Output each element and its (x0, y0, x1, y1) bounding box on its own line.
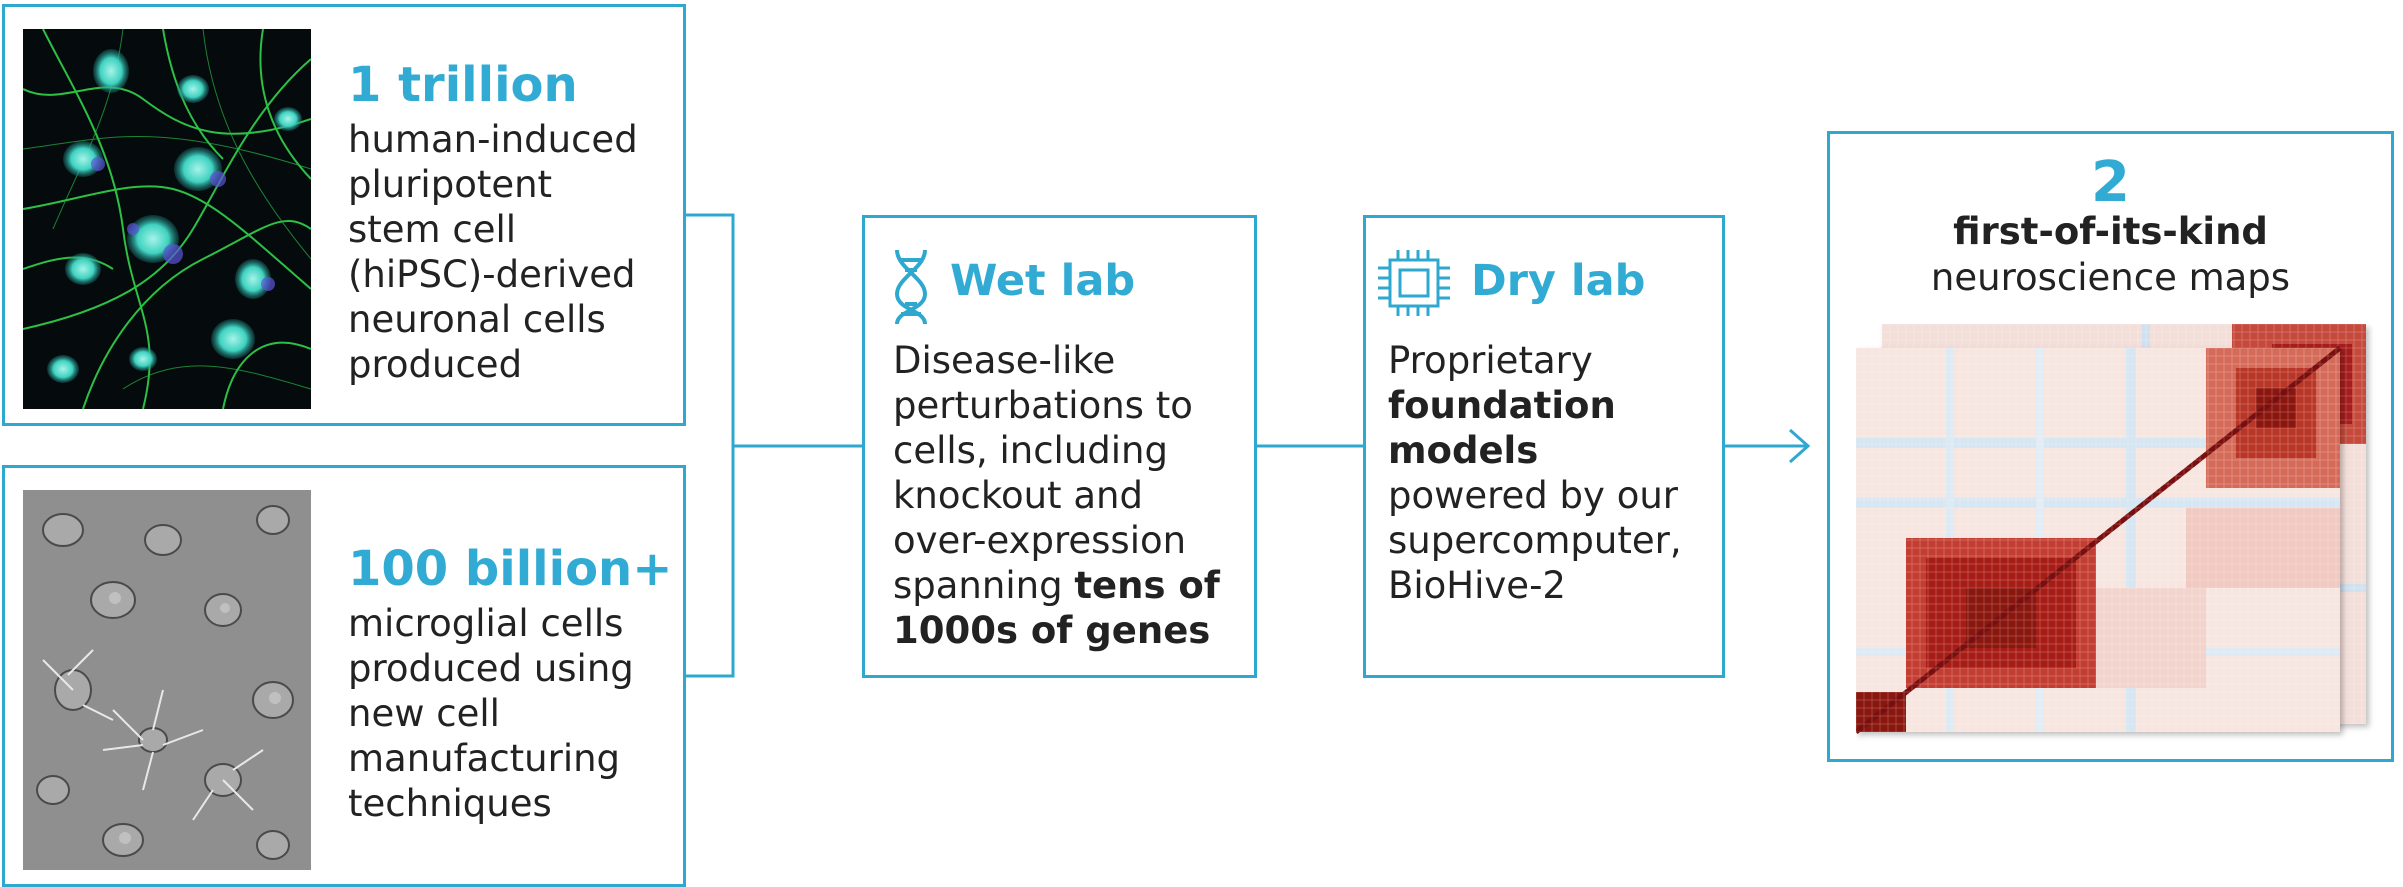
neuronal-cells-description: human-induced pluripotent stem cell (hiP… (348, 118, 638, 386)
correlation-heatmap-image (1854, 324, 2376, 744)
microglial-cells-stat: 100 billion+ (348, 541, 673, 597)
heatmap-art (1854, 324, 2366, 734)
microglial-cells-description: microglial cells produced using new cell… (348, 602, 634, 825)
microglia-image-art (23, 490, 311, 870)
wet-lab-description: Disease-like perturbations to cells, inc… (893, 339, 1220, 652)
merge-bracket (684, 213, 735, 678)
neuronal-cells-card: 1 trillion human-induced pluripotent ste… (2, 4, 686, 426)
dry-lab-title: Dry lab (1471, 256, 1646, 306)
dna-icon (894, 249, 928, 325)
neuroscience-maps-card: 2 first-of-its-kind neuroscience maps (1827, 131, 2394, 762)
microglial-cells-card: 100 billion+ microglial cells produced u… (2, 465, 686, 887)
maps-plain-label: neuroscience maps (1930, 256, 2291, 299)
dry-lab-description: Proprietary foundation models powered by… (1388, 339, 1682, 607)
chip-icon (1378, 250, 1450, 316)
wet-lab-title: Wet lab (950, 256, 1136, 306)
neuron-fluorescence-image (23, 29, 311, 409)
neuronal-cells-stat: 1 trillion (348, 57, 578, 113)
maps-bold-label: first-of-its-kind (1953, 210, 2268, 253)
neuron-image-art (23, 29, 311, 409)
wet-lab-card: Wet lab Disease-like perturbations to ce… (862, 215, 1257, 678)
maps-count-stat: 2 (2091, 150, 2130, 215)
microglia-micrograph-image (23, 490, 311, 870)
dry-lab-card: Dry lab Proprietary foundation models po… (1363, 215, 1725, 678)
arrowhead-icon (1789, 428, 1811, 464)
